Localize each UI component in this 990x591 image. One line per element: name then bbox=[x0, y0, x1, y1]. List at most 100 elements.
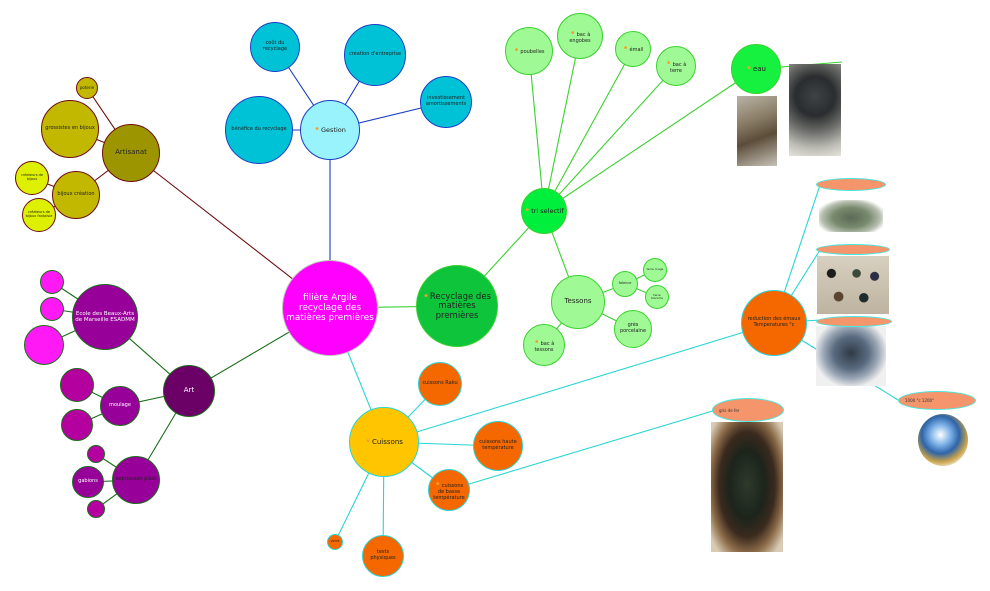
node-label: Ecole des Beaux-Arts de Marseille ESADMM bbox=[75, 310, 135, 323]
node-label: poterie bbox=[79, 84, 95, 90]
node-label: reduction des émaux Temperatures °c bbox=[747, 316, 801, 328]
node-reduction[interactable]: reduction des émaux Temperatures °c bbox=[741, 290, 807, 356]
node-createurs1[interactable]: créateurs de bijoux bbox=[15, 161, 49, 195]
node-poterie[interactable]: poterie bbox=[76, 77, 98, 99]
node-expr-a[interactable] bbox=[87, 445, 105, 463]
link-tri-engobes bbox=[543, 35, 581, 212]
node-label: cuissons haute température bbox=[479, 439, 517, 451]
node-createurs2[interactable]: créateurs de bijoux fantaisie bbox=[22, 198, 56, 232]
node-creation[interactable]: création d'entreprise bbox=[344, 24, 406, 86]
node-label: Cuissons bbox=[363, 436, 405, 447]
node-label: Recyclage des matières premières bbox=[417, 291, 497, 322]
node-label: cuissons Raku bbox=[422, 380, 458, 387]
node-moulage[interactable]: moulage bbox=[100, 386, 140, 426]
node-label: grès porcelaine bbox=[619, 322, 647, 334]
node-recyclage[interactable]: Recyclage des matières premières bbox=[416, 265, 498, 347]
node-label: gabions bbox=[78, 478, 98, 485]
node-tests[interactable]: tests physiques bbox=[362, 535, 404, 577]
node-haute[interactable]: cuissons haute température bbox=[473, 421, 523, 471]
link-basse-pot bbox=[448, 409, 717, 491]
node-ecoles-a[interactable] bbox=[40, 270, 64, 294]
node-artisanat[interactable]: Artisanat bbox=[102, 124, 160, 182]
node-basse[interactable]: cuissons de basse température bbox=[428, 469, 470, 511]
node-label: émail bbox=[621, 43, 646, 54]
node-label: Tessons bbox=[564, 297, 592, 306]
fired-pot-photo[interactable] bbox=[711, 422, 783, 552]
temperature-label[interactable] bbox=[816, 316, 892, 327]
node-label: Art bbox=[183, 386, 195, 395]
link-tri-email bbox=[543, 48, 634, 212]
node-poubelles[interactable]: poubelles bbox=[505, 27, 553, 75]
node-tessons[interactable]: Tessons bbox=[551, 275, 605, 329]
node-ecoles[interactable]: Ecole des Beaux-Arts de Marseille ESADMM bbox=[72, 284, 138, 350]
node-gres[interactable]: grès porcelaine bbox=[614, 310, 652, 348]
glaze-sample-photo-3[interactable] bbox=[816, 326, 886, 386]
node-email[interactable]: émail bbox=[615, 31, 651, 67]
glaze-sample-photo-4[interactable] bbox=[918, 414, 968, 466]
node-engobes[interactable]: bac à engobes bbox=[557, 13, 603, 59]
node-cuissons[interactable]: Cuissons bbox=[349, 407, 419, 477]
node-label: poubelles bbox=[511, 45, 546, 56]
node-label: bénéfice du recyclage bbox=[231, 126, 287, 133]
node-raku[interactable]: cuissons Raku bbox=[418, 362, 462, 406]
node-terre-rouge[interactable]: terre rouge bbox=[643, 258, 667, 282]
node-moulage-a[interactable] bbox=[60, 368, 94, 402]
node-benefice[interactable]: bénéfice du recyclage bbox=[225, 96, 293, 164]
temperature-label[interactable] bbox=[816, 178, 886, 191]
node-expr-b[interactable] bbox=[87, 500, 105, 518]
node-ecoles-b[interactable] bbox=[40, 297, 64, 321]
node-label: grossistes en bijoux bbox=[45, 125, 95, 132]
glaze-sample-photo-2[interactable] bbox=[817, 256, 889, 314]
node-label: Gestion bbox=[312, 124, 348, 135]
node-terre[interactable]: bac à terre bbox=[656, 46, 696, 86]
water-photo-2[interactable] bbox=[789, 64, 841, 156]
node-ecoles-c[interactable] bbox=[24, 325, 64, 365]
node-label: eau bbox=[744, 63, 768, 74]
node-label: terre rouge bbox=[646, 267, 664, 272]
node-bijoux[interactable]: bijoux création bbox=[52, 171, 100, 219]
node-verre[interactable]: verre bbox=[327, 534, 343, 550]
node-label: créateurs de bijoux fantaisie bbox=[25, 210, 53, 218]
temperature-label[interactable] bbox=[816, 244, 890, 255]
node-center[interactable]: filière Argile recyclage des matières pr… bbox=[282, 260, 378, 356]
node-label: verre bbox=[330, 539, 340, 544]
link-tri-terre bbox=[543, 65, 677, 212]
node-label: créateurs de bijoux bbox=[20, 173, 44, 181]
node-label: moulage bbox=[109, 402, 131, 409]
node-label: terre blanche bbox=[651, 292, 663, 300]
node-label: faïence bbox=[618, 281, 632, 286]
link-cuissons-reduction bbox=[383, 322, 775, 443]
node-label: tests physiques bbox=[370, 549, 396, 561]
node-label: expression plast bbox=[115, 476, 157, 483]
node-label: Artisanat bbox=[115, 148, 147, 157]
node-expression[interactable]: expression plast bbox=[112, 456, 160, 504]
node-faience[interactable]: faïence bbox=[612, 271, 638, 297]
node-bactessons[interactable]: bac à tessons bbox=[523, 324, 565, 366]
node-label: investissement amortissements bbox=[425, 95, 467, 107]
link-tri-eau bbox=[543, 68, 757, 212]
node-art[interactable]: Art bbox=[163, 365, 215, 417]
glaze-sample-photo-1[interactable] bbox=[819, 200, 883, 232]
node-gestion[interactable]: Gestion bbox=[300, 100, 360, 160]
node-grossistes[interactable]: grossistes en bijoux bbox=[41, 100, 99, 158]
temperature-label[interactable]: 1000 °c 1200° bbox=[898, 391, 976, 410]
node-label: coût du recyclage bbox=[262, 40, 288, 52]
node-cout[interactable]: coût du recyclage bbox=[250, 22, 300, 72]
temperature-label[interactable]: gris de fer bbox=[712, 398, 784, 422]
node-label: bac à terre bbox=[657, 58, 695, 75]
node-label: tri selectif bbox=[522, 205, 565, 216]
node-gabions[interactable]: gabions bbox=[72, 466, 104, 498]
node-terre-blanche[interactable]: terre blanche bbox=[645, 285, 669, 309]
node-label: filière Argile recyclage des matières pr… bbox=[286, 292, 374, 324]
node-label: création d'entreprise bbox=[348, 51, 402, 58]
node-label: bijoux création bbox=[57, 191, 95, 198]
node-label: bac à tessons bbox=[524, 337, 564, 354]
node-label: bac à engobes bbox=[558, 28, 602, 45]
water-photo-1[interactable] bbox=[737, 96, 777, 166]
link-tri-poubelles bbox=[528, 50, 545, 212]
node-invest[interactable]: investissement amortissements bbox=[420, 76, 472, 128]
node-tri[interactable]: tri selectif bbox=[521, 188, 567, 234]
node-label: cuissons de basse température bbox=[429, 479, 469, 501]
node-eau[interactable]: eau bbox=[731, 44, 781, 94]
node-moulage-b[interactable] bbox=[61, 409, 93, 441]
